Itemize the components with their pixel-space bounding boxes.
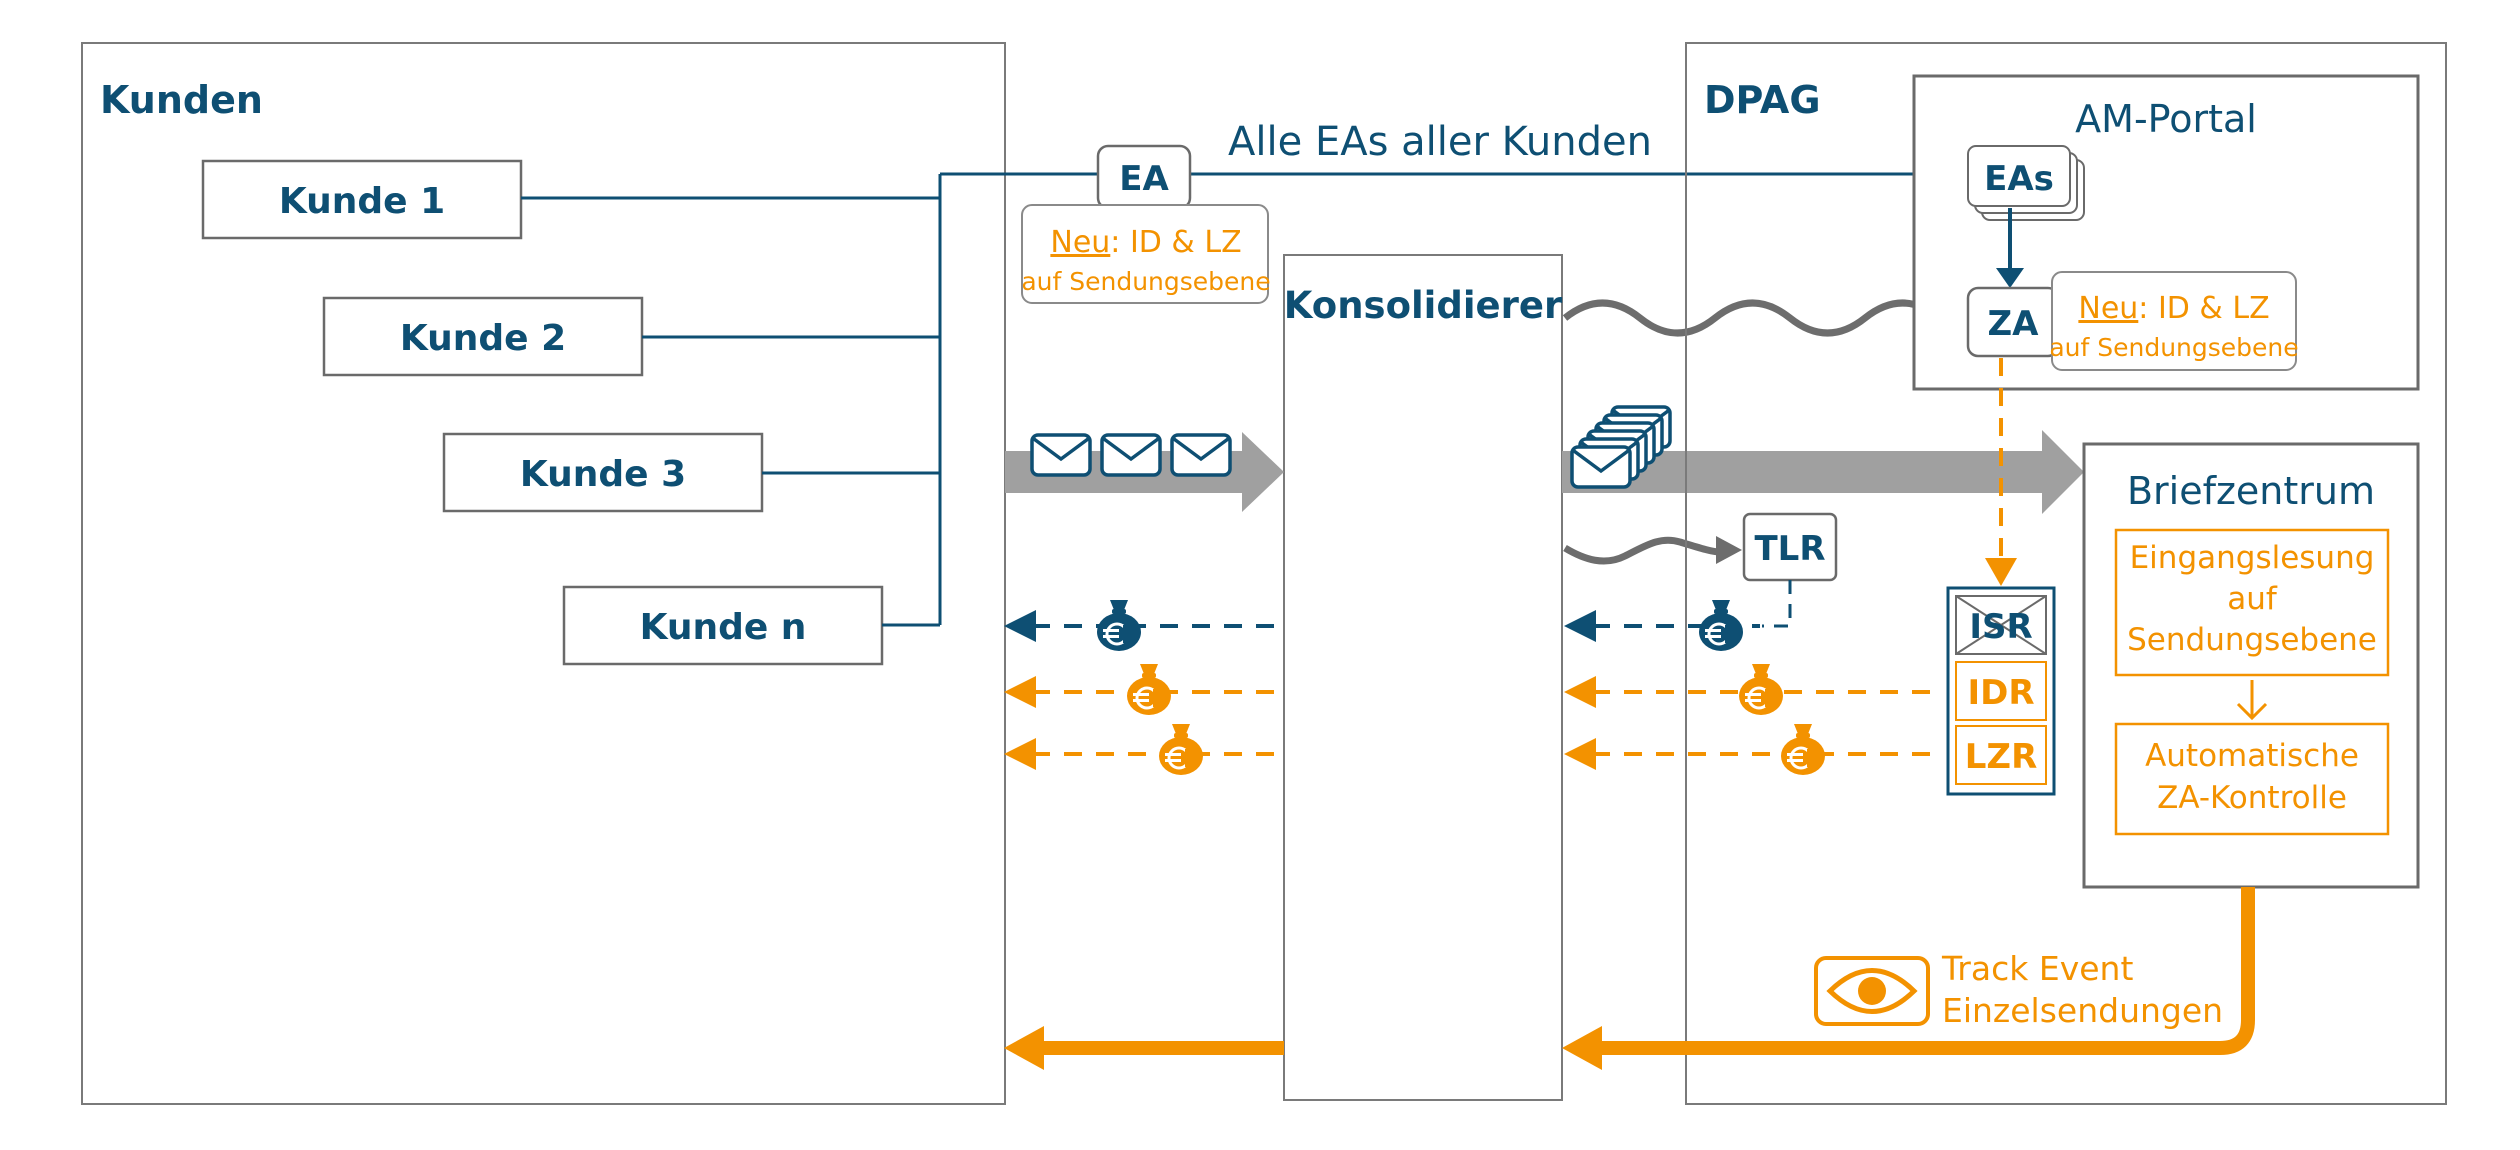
lzr-label: LZR [1965,737,2038,777]
eas-stack: EAs [1967,145,2085,221]
eas-label: EAs [1984,159,2054,199]
tlr-connector [1762,580,1792,628]
wavy-arrow-za [1562,299,1950,337]
idr-label: IDR [1967,673,2034,713]
arrowhead [1564,738,1596,770]
wavy-arrow-tlr [1563,536,1721,565]
step-eingangslesung: Eingangslesung auf Sendungsebene [2114,528,2390,677]
track-event-line1: Track Event [1941,949,2133,988]
kunden-title: Kunden [100,78,263,122]
customer-label: Kunde 2 [400,318,566,359]
konsolidierer-title: Konsolidierer [1284,284,1563,327]
dpag-panel [1685,42,2447,1105]
mail-flow-arrow-right [1562,405,2084,514]
arrowhead [1564,676,1596,708]
customer-kunde-n: Kunde n [562,585,884,666]
step2-line2: ZA-Kontrolle [2157,780,2347,816]
step-arrow [2236,680,2268,721]
money-bag-euro-icon [1095,598,1143,652]
customer-kunde-3: Kunde 3 [442,432,764,513]
reports-stack: ISR IDR LZR [1946,586,2056,796]
note-left-line1: Neu: ID & LZ [1050,225,1241,260]
ea-tag-label: EA [1119,159,1169,199]
customer-kunde-1: Kunde 1 [201,159,523,240]
note-id-lz-left: Neu: ID & LZ auf Sendungsebene [1021,204,1271,304]
money-bag-euro-icon [1697,598,1745,652]
customer-connectors [521,172,1950,627]
note-left-line2: auf Sendungsebene [1021,267,1270,296]
customer-label: Kunde 3 [520,454,686,495]
arrowhead [1985,558,2017,586]
arrowhead [1004,1026,1044,1070]
note-right-line1: Neu: ID & LZ [2078,291,2269,326]
step1-line2: auf [2227,581,2278,617]
lzr-box [1955,725,2047,785]
ea-flow-label: Alle EAs aller Kunden [1228,119,1652,165]
envelope-icon [1100,433,1162,477]
note-id-lz-right: Neu: ID & LZ auf Sendungsebene [2049,271,2299,371]
arrowhead [1004,738,1036,770]
mail-flow-arrow-left [1005,432,1284,512]
am-portal-title: AM-Portal [2075,97,2257,141]
money-bag-euro-icon [1737,662,1785,716]
customer-label: Kunde n [640,607,807,648]
money-bag-euro-icon [1779,722,1827,776]
dpag-title: DPAG [1704,78,1821,122]
ea-tag: EA [1096,144,1192,210]
step-za-kontrolle: Automatische ZA-Kontrolle [2114,722,2390,836]
envelope-icon [1170,433,1232,477]
arrowhead [1564,610,1596,642]
money-bag-euro-icon [1157,722,1205,776]
arrowhead [1004,610,1036,642]
tlr-label: TLR [1754,529,1825,569]
arrowhead [1996,268,2024,288]
track-event-flow [1600,887,2255,1055]
wavy-arrow-tlr-head [1716,536,1742,564]
step1-line3: Sendungsebene [2127,622,2377,658]
tlr-box: TLR [1742,512,1838,582]
kunden-panel [81,42,1006,1105]
arrowhead [1562,1026,1602,1070]
idr-box [1955,661,2047,721]
customer-kunde-2: Kunde 2 [322,296,644,377]
isr-label: ISR [1969,607,2032,647]
track-event-line2: Einzelsendungen [1942,991,2223,1030]
konsolidierer-box [1283,254,1563,1101]
envelope-icon [1030,433,1092,477]
note-right-line2: auf Sendungsebene [2049,333,2298,362]
eye-icon [1814,956,1930,1026]
money-bag-euro-icon [1125,662,1173,716]
customer-label: Kunde 1 [279,181,445,222]
za-label: ZA [1988,304,2040,344]
briefzentrum-title: Briefzentrum [2127,469,2375,513]
step1-line1: Eingangslesung [2130,540,2375,576]
za-box: ZA [1966,286,2060,358]
step2-line1: Automatische [2145,738,2359,774]
arrowhead [1004,676,1036,708]
